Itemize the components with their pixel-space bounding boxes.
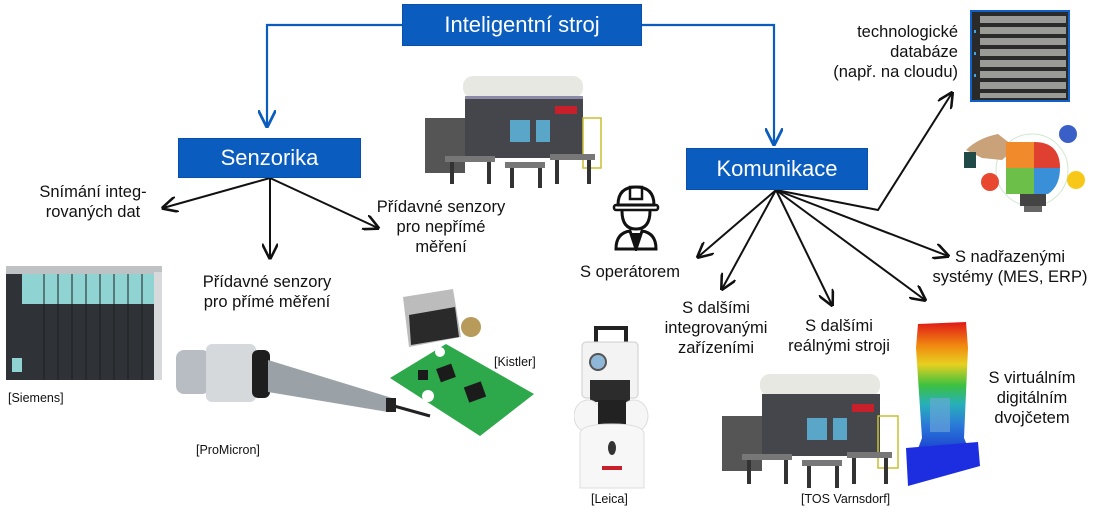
cite-leica: [Leica] xyxy=(591,492,628,506)
label-database: technologické databáze (např. na cloudu) xyxy=(808,22,958,82)
cite-promicron: [ProMicron] xyxy=(196,443,260,457)
connector-to-senzorika xyxy=(267,23,402,126)
label-line: pro přímé měření xyxy=(203,293,331,311)
arrow-to-integrated-data xyxy=(163,177,271,208)
cite-kistler: [Kistler] xyxy=(494,355,536,369)
label-line: S dalšími xyxy=(805,317,873,335)
label-digital-twin: S virtuálním digitálním dvojčetem xyxy=(980,368,1084,428)
label-integrated-data: Snímání integ- rovaných dat xyxy=(22,182,164,222)
label-direct-sensors: Přídavné senzory pro přímé měření xyxy=(192,272,342,312)
label-line: databáze xyxy=(890,43,958,61)
label-line: Přídavné senzory xyxy=(376,198,506,216)
label-line: (např. na cloudu) xyxy=(833,63,958,81)
sensor-pcb-image xyxy=(390,344,534,436)
label-real-machines: S dalšími reálnými stroji xyxy=(780,316,898,356)
senzorika-label: Senzorika xyxy=(220,145,319,170)
label-line: měření xyxy=(415,238,467,256)
label-line: S dalšími xyxy=(682,299,750,317)
arrow-to-indirect-sensors xyxy=(269,177,378,228)
senzorika-box: Senzorika xyxy=(178,138,361,178)
arrow-to-mes-erp xyxy=(775,189,948,256)
label-line: Přídavné senzory xyxy=(202,273,332,291)
fem-digital-twin-image xyxy=(906,322,980,486)
label-line: systémy (MES, ERP) xyxy=(932,268,1088,286)
label-line: S virtuálním xyxy=(988,369,1076,387)
arrow-to-integrated-devices xyxy=(722,189,777,289)
label-line: S operátorem xyxy=(580,263,680,281)
label-line: technologické xyxy=(857,23,958,41)
siemens-drive-modules-image xyxy=(6,266,162,380)
label-operator: S operátorem xyxy=(574,262,686,282)
machining-center-image xyxy=(425,76,602,188)
arrow-to-operator xyxy=(698,189,777,257)
komunikace-label: Komunikace xyxy=(716,156,838,181)
arrow-to-database xyxy=(775,93,952,212)
komunikace-box: Komunikace xyxy=(686,148,868,190)
label-line: rovaných dat xyxy=(45,203,141,221)
cite-tos: [TOS Varnsdorf] xyxy=(801,492,891,506)
label-line: zařízeními xyxy=(677,339,755,357)
label-mes-erp: S nadřazenými systémy (MES, ERP) xyxy=(928,247,1092,287)
label-indirect-sensors: Přídavné senzory pro nepřímé měření xyxy=(366,197,516,257)
connector-to-komunikace xyxy=(640,23,774,144)
label-line: digitálním xyxy=(996,389,1068,407)
title-box: Inteligentní stroj xyxy=(402,4,642,46)
kistler-accelerometer-image xyxy=(403,289,481,347)
label-integrated-devices: S dalšími integrovanými zařízeními xyxy=(660,298,772,358)
server-rack-image xyxy=(970,10,1070,102)
arrow-to-real-machines xyxy=(775,189,832,305)
erp-puzzle-bulb-image xyxy=(964,125,1085,212)
label-line: dvojčetem xyxy=(994,409,1070,427)
label-line: reálnými stroji xyxy=(788,337,890,355)
sensory-tool-holder-image xyxy=(176,344,431,418)
label-line: integrovanými xyxy=(664,319,768,337)
label-line: pro nepřímé xyxy=(396,218,486,236)
arrow-to-digital-twin xyxy=(775,189,925,300)
label-line: Snímání integ- xyxy=(39,183,147,201)
label-line: S nadřazenými xyxy=(954,248,1066,266)
leica-laser-tracker-image xyxy=(574,326,649,489)
title-text: Inteligentní stroj xyxy=(444,12,600,37)
cite-siemens: [Siemens] xyxy=(8,391,64,405)
operator-helmet-icon xyxy=(612,185,660,251)
machining-center-image-bottom xyxy=(722,374,899,488)
